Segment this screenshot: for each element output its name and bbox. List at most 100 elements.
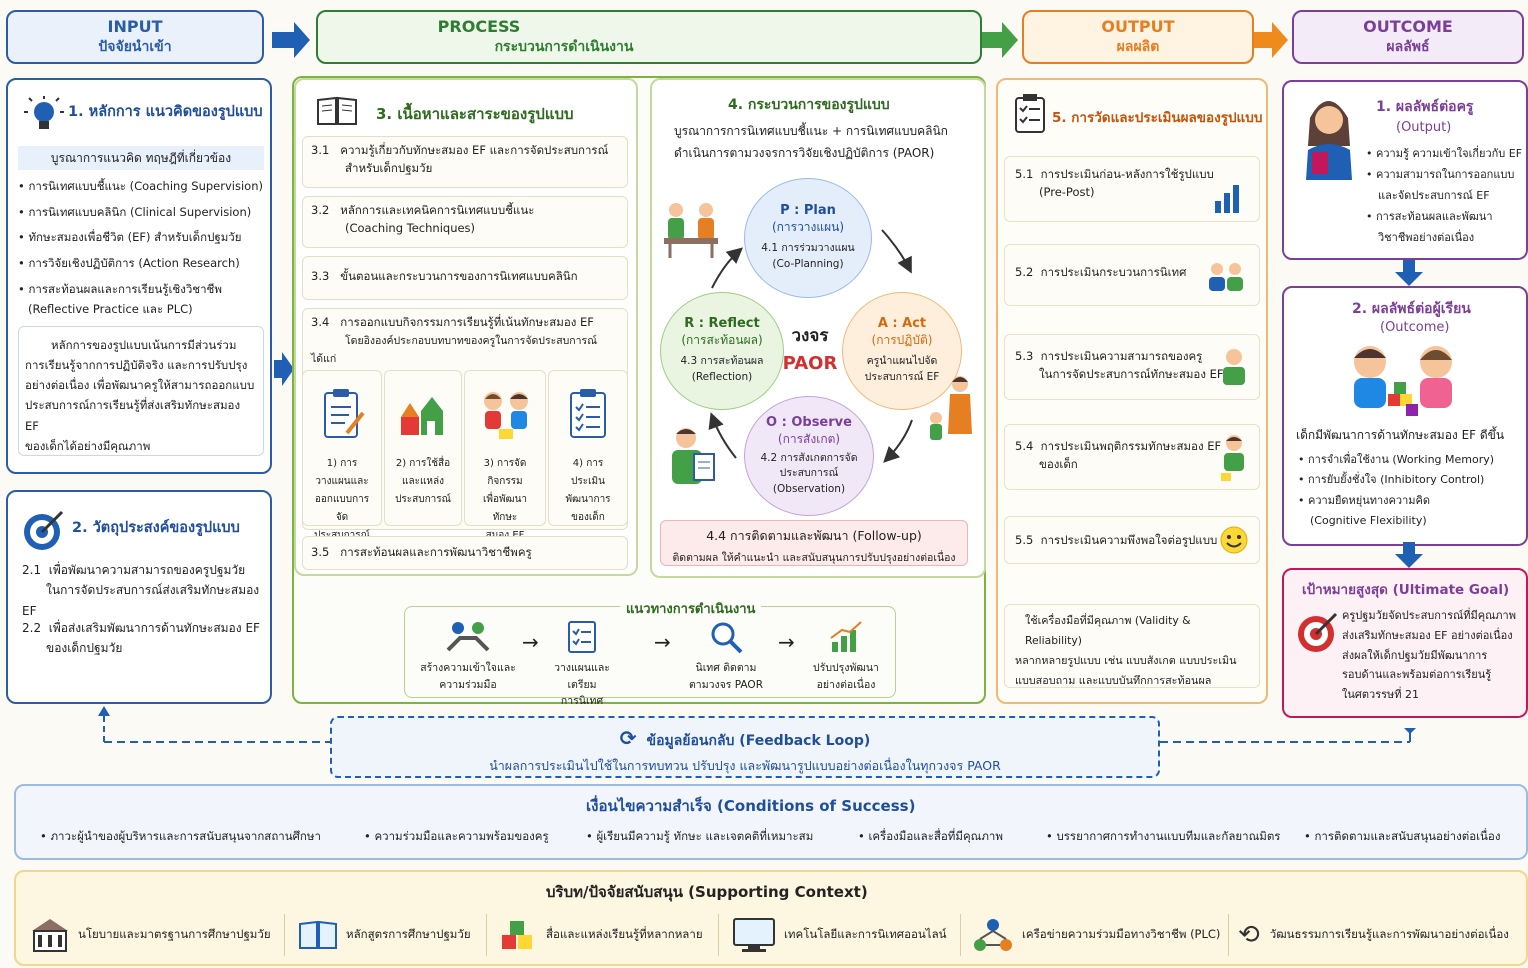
paor-title: 4. กระบวนการของรูปแบบ — [728, 97, 890, 113]
content-sub-card: 1) การวางแผนและ ออกแบบการจัด ประสบการณ์ — [302, 370, 382, 541]
act-desc: ครูนำแผนไปจัดประสบการณ์ EF — [865, 354, 940, 386]
observe-circle: O : Observe (การสังเกต) 4.2 การสังเกตการ… — [744, 396, 874, 516]
arrow-right-icon: → — [778, 630, 795, 654]
principles-subtitle: บูรณาการแนวคิด ทฤษฎีที่เกี่ยวข้อง — [18, 146, 264, 170]
ultimate-goal-line: ส่งเสริมทักษะสมอง EF อย่างต่อเนื่อง — [1342, 628, 1513, 642]
feedback-connector — [98, 706, 1416, 743]
principles-panel: 1. หลักการ แนวคิดของรูปแบบ บูรณาการแนวคิ… — [6, 78, 272, 474]
ultimate-goal-line: ในศตวรรษที่ 21 — [1342, 688, 1420, 702]
plan-title: P : Plan — [780, 203, 836, 219]
feedback-box: ⟳ข้อมูลย้อนกลับ (Feedback Loop) นำผลการป… — [330, 716, 1160, 778]
evaluation-note-line: หลากหลายรูปแบบ เช่น แบบสังเกต แบบประเมิน — [1015, 653, 1237, 667]
principles-title: 1. หลักการ แนวคิดของรูปแบบ — [68, 104, 263, 120]
divider — [960, 914, 961, 956]
guideline-step-l1: นิเทศ ติดตาม — [695, 661, 757, 674]
objectives-title: 2. วัตถุประสงค์ของรูปแบบ — [72, 520, 240, 536]
outcome-teacher-item: • ความรู้ ความเข้าใจเกี่ยวกับ EF — [1366, 147, 1523, 160]
plan-desc: 4.1 การร่วมวางแผน(Co-Planning) — [761, 241, 854, 273]
objective-line1: เพื่อส่งเสริมพัฒนาการด้านทักษะสมอง EF — [48, 621, 260, 635]
content-line1: การออกแบบกิจกรรมการเรียนรู้ที่เน้นทักษะส… — [340, 315, 594, 329]
monitor-icon — [733, 918, 775, 952]
content-sub-l2: เพื่อพัฒนาทักษะ — [482, 494, 528, 523]
followup-desc: ติดตามผล ให้คำแนะนำ และสนับสนุนการปรับปร… — [672, 552, 956, 564]
context-label: เครือข่ายความร่วมมือทางวิชาชีพ (PLC) — [1022, 927, 1221, 941]
process-header: PROCESS กระบวนการดำเนินงาน — [316, 10, 982, 64]
context-item: นโยบายและมาตรฐานการศึกษาปฐมวัย — [30, 912, 271, 958]
guideline-step: วางแผนและเตรียม การนิเทศ — [540, 620, 624, 710]
divider — [486, 914, 487, 956]
content-line1: การสะท้อนผลและการพัฒนาวิชาชีพครู — [340, 545, 532, 559]
objective-item: 2.2 เพื่อส่งเสริมพัฒนาการด้านทักษะสมอง E… — [22, 618, 260, 659]
evaluation-num: 5.1 — [1015, 167, 1034, 181]
act-title: A : Act — [877, 316, 927, 332]
evaluation-line1: การประเมินก่อน-หลังการใช้รูปแบบ — [1040, 167, 1214, 181]
content-sub-l3: ประสบการณ์ — [311, 527, 373, 545]
ultimate-goal-text: ครูปฐมวัยจัดประสบการณ์ที่มีคุณภาพ ส่งเสร… — [1342, 606, 1516, 705]
observe-desc2: ประสบการณ์ — [779, 467, 839, 480]
open-book-icon — [299, 920, 337, 949]
paor-sub1: บูรณาการการนิเทศแบบชี้แนะ + การนิเทศแบบค… — [674, 124, 948, 138]
evaluation-item: 5.2 การประเมินกระบวนการนิเทศ — [1004, 244, 1260, 306]
group-icon — [1209, 263, 1243, 291]
guideline-step-l1: วางแผนและเตรียม — [554, 661, 610, 691]
evaluation-line1: การประเมินพฤติกรรมทักษะสมอง EF — [1040, 439, 1222, 453]
process-header-en: PROCESS — [437, 16, 521, 36]
evaluation-line1: การประเมินกระบวนการนิเทศ — [1040, 265, 1187, 279]
input-header-th: ปัจจัยนำเข้า — [98, 38, 172, 55]
guideline-title: แนวทางการดำเนินงาน — [620, 598, 762, 619]
objective-line1: เพื่อพัฒนาความสามารถของครูปฐมวัย — [48, 563, 246, 577]
outcome-teacher-sub: (Output) — [1396, 120, 1452, 135]
condition-item: • ภาวะผู้นำของผู้บริหารและการสนับสนุนจาก… — [40, 829, 321, 843]
content-line1: ความรู้เกี่ยวกับทักษะสมอง EF และการจัดปร… — [340, 143, 609, 157]
context-item: สื่อและแหล่งเรียนรู้ที่หลากหลาย — [498, 912, 703, 958]
outcome-learner-item: • การจำเพื่อใช้งาน (Working Memory) — [1298, 453, 1495, 466]
observe-desc1: 4.2 การสังเกตการจัด — [760, 452, 858, 465]
evaluation-note-line: ใช้เครื่องมือที่มีคุณภาพ (Validity & Rel… — [1025, 614, 1191, 647]
content-sub-l3: สมอง EF — [473, 527, 537, 545]
evaluation-item: 5.5 การประเมินความพึงพอใจต่อรูปแบบ — [1004, 516, 1260, 564]
act-circle: A : Act (การปฏิบัติ) ครูนำแผนไปจัดประสบก… — [842, 292, 962, 410]
arrow-right-icon — [1254, 22, 1288, 58]
content-title: 3. เนื้อหาและสาระของรูปแบบ — [376, 105, 574, 123]
output-header: OUTPUT ผลผลิต — [1022, 10, 1254, 64]
principles-note: หลักการของรูปแบบเน้นการมีส่วนร่วม การเรี… — [18, 326, 264, 456]
lightbulb-icon — [24, 96, 64, 129]
act-desc1: ครูนำแผนไปจัด — [866, 355, 938, 368]
outcome-learner-panel: 2. ผลลัพธ์ต่อผู้เรียน (Outcome) เด็กมีพั… — [1282, 286, 1528, 546]
content-sub-l1: 4) การประเมิน — [571, 458, 605, 487]
act-desc2: ประสบการณ์ EF — [864, 371, 940, 383]
reflect-desc2: (Reflection) — [691, 371, 753, 383]
conditions-panel: เงื่อนไขความสำเร็จ (Conditions of Succes… — [14, 784, 1528, 860]
context-item: เทคโนโลยีและการนิเทศออนไลน์ — [732, 912, 946, 958]
observe-title: O : Observe — [766, 415, 852, 431]
outcome-learner-list: • การจำเพื่อใช้งาน (Working Memory) • กา… — [1298, 450, 1494, 531]
content-sub-l2: พัฒนาการ — [565, 494, 611, 505]
feedback-desc: นำผลการประเมินไปใช้ในการทบทวน ปรับปรุง แ… — [489, 758, 1001, 773]
content-num: 3.1 — [311, 143, 330, 157]
content-num: 3.4 — [311, 315, 330, 329]
teacher-avatar-icon — [1306, 101, 1352, 180]
evaluation-item: 5.1 การประเมินก่อน-หลังการใช้รูปแบบ (Pre… — [1004, 156, 1260, 222]
objective-item: 2.1 เพื่อพัฒนาความสามารถของครูปฐมวัย ในก… — [22, 560, 270, 621]
guideline-step-l2: ความร่วมมือ — [439, 678, 497, 691]
evaluation-title: 5. การวัดและประเมินผลของรูปแบบ — [1052, 110, 1263, 126]
evaluation-note-line: แบบสอบถาม และแบบบันทึกการสะท้อนผล — [1015, 673, 1212, 687]
plan-desc2: (Co-Planning) — [772, 258, 844, 270]
content-line2: สำหรับเด็กปฐมวัย — [345, 160, 433, 175]
clipboard-pencil-icon — [324, 389, 365, 438]
content-sub-l3: ประสบการณ์ — [395, 494, 451, 505]
content-sub-card: 2) การใช้สื่อ และแหล่ง ประสบการณ์ — [384, 370, 462, 526]
outcome-header-en: OUTCOME — [1363, 16, 1453, 36]
arrow-right-icon — [982, 22, 1018, 58]
teacher-icon — [1223, 349, 1245, 385]
followup-box: 4.4 การติดตามและพัฒนา (Follow-up) ติดตาม… — [660, 520, 968, 566]
principles-item: • ทักษะสมองเพื่อชีวิต (EF) สำหรับเด็กปฐม… — [18, 230, 242, 244]
followup-title: 4.4 การติดตามและพัฒนา (Follow-up) — [706, 528, 922, 543]
evaluation-line2: ของเด็ก — [1039, 457, 1078, 472]
context-label: หลักสูตรการศึกษาปฐมวัย — [346, 927, 471, 941]
teachers-meeting-icon — [664, 203, 718, 258]
guideline-step-l2: ตามวงจร PAOR — [688, 678, 763, 691]
evaluation-num: 5.2 — [1015, 265, 1034, 279]
objective-num: 2.2 — [22, 621, 42, 635]
principles-note-line: อย่างต่อเนื่อง เพื่อพัฒนาครูให้สามารถออก… — [25, 378, 255, 393]
